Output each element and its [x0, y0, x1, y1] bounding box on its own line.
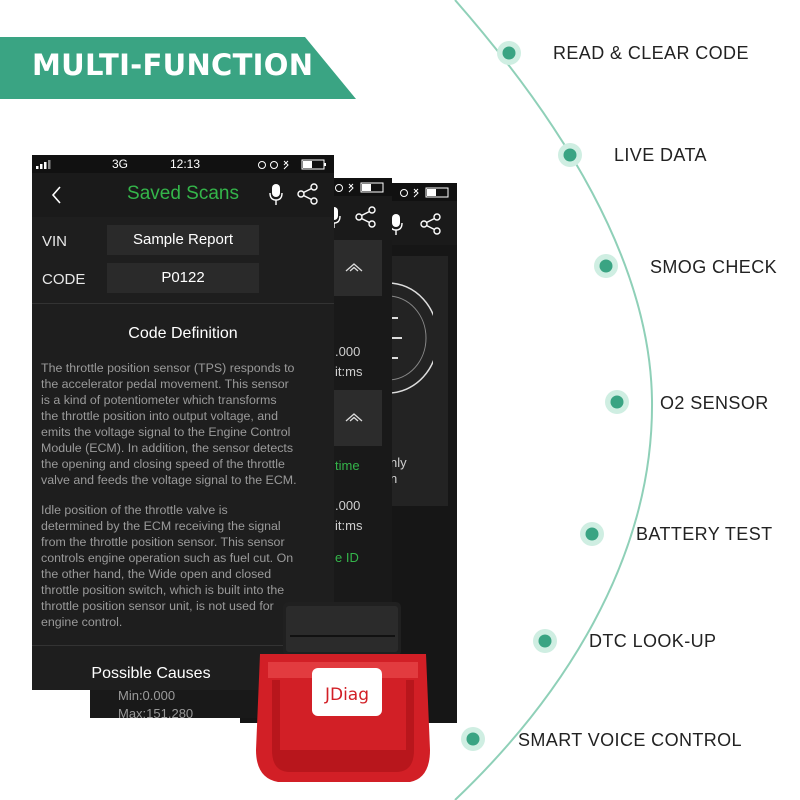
feature-battery-test: BATTERY TEST — [636, 524, 773, 544]
live-value-b: .000 — [335, 498, 361, 513]
title-banner — [0, 37, 356, 99]
code-label: CODE — [42, 271, 86, 288]
live-green-b: e ID — [335, 550, 359, 565]
feature-read-clear-code: READ & CLEAR CODE — [553, 43, 749, 63]
live-unit-a: it:ms — [335, 364, 363, 379]
vin-row: VIN Sample Report — [32, 225, 334, 259]
definition-paragraph-1: The throttle position sensor (TPS) respo… — [41, 360, 327, 488]
feature-o2-sensor: O2 SENSOR — [660, 393, 769, 413]
status-time: 12:13 — [170, 157, 201, 171]
paragraph-line: determined by the ECM receiving the sign… — [41, 519, 281, 533]
feature-smart-voice-control: SMART VOICE CONTROL — [518, 730, 742, 750]
live-unit-b: it:ms — [335, 518, 363, 533]
network-label: 3G — [112, 157, 129, 171]
back-text-b: n — [390, 471, 398, 486]
gauge-arc — [388, 282, 433, 394]
vin-label: VIN — [42, 233, 68, 250]
feature-dot — [497, 41, 521, 65]
adapter-brand: JDiag — [324, 685, 369, 705]
share-icon[interactable] — [297, 183, 319, 205]
paragraph-line: is a kind of potentiometer which transfo… — [41, 393, 277, 407]
paragraph-line: Module (ECM). In addition, the sensor de… — [41, 441, 294, 455]
live-green-a: time — [335, 458, 360, 473]
paragraph-line: the accelerator pedal movement. This sen… — [41, 377, 289, 391]
status-bar: 3G 12:13 — [32, 155, 334, 173]
feature-dot — [580, 522, 604, 546]
live-value-a: .000 — [335, 344, 361, 359]
paragraph-line: from the throttle position sensor. This … — [41, 535, 285, 549]
live-max: Max:151.280 — [118, 706, 194, 718]
page-title: Saved Scans — [127, 183, 239, 204]
paragraph-line: The throttle position sensor (TPS) respo… — [41, 361, 295, 375]
feature-dot — [533, 629, 557, 653]
paragraph-line: the other hand, the Wide open and closed — [41, 567, 272, 581]
feature-dtc-look-up: DTC LOOK-UP — [589, 631, 717, 651]
paragraph-line: the opening and closing speed of the thr… — [41, 457, 285, 471]
divider — [32, 645, 334, 646]
status-icons — [258, 159, 326, 170]
feature-live-data: LIVE DATA — [614, 145, 707, 165]
status-icons — [335, 182, 384, 193]
feature-dot — [558, 143, 582, 167]
paragraph-line: throttle position switch, which is built… — [41, 583, 285, 597]
live-min: Min:0.000 — [118, 688, 176, 703]
paragraph-line: throttle position sensor unit, is not us… — [41, 599, 274, 613]
possible-causes-title: Possible Causes — [91, 665, 211, 682]
status-icons — [400, 187, 449, 198]
chevron-up-icon[interactable] — [345, 412, 363, 422]
feature-dot — [605, 390, 629, 414]
obd-adapter: JDiag — [256, 602, 430, 782]
signal-icon — [36, 160, 51, 169]
feature-smog-check: SMOG CHECK — [650, 257, 778, 277]
chevron-left-icon[interactable] — [50, 185, 62, 205]
share-icon[interactable] — [420, 213, 442, 235]
paragraph-line: Idle position of the throttle valve is — [41, 503, 228, 517]
phone-screen-saved-scans: 3G 12:13 Saved Scans VIN Sam — [32, 155, 334, 690]
back-text-a: nly — [390, 455, 407, 470]
paragraph-line: controls engine operation such as fuel c… — [41, 551, 294, 565]
paragraph-line: emits the voltage signal to the Engine C… — [41, 425, 291, 439]
paragraph-line: engine control. — [41, 615, 123, 629]
share-icon[interactable] — [355, 206, 377, 228]
microphone-icon[interactable] — [268, 183, 284, 207]
feature-dot — [594, 254, 618, 278]
definition-paragraph-2: Idle position of the throttle valve is d… — [41, 502, 327, 630]
feature-dot — [461, 727, 485, 751]
paragraph-line: the throttle position into output voltag… — [41, 409, 278, 423]
divider — [32, 303, 334, 304]
nav-bar — [32, 173, 334, 217]
chevron-up-icon[interactable] — [345, 262, 363, 272]
code-row: CODE P0122 — [32, 263, 334, 297]
paragraph-line: valve and feeds the voltage signal to th… — [41, 473, 297, 487]
banner-title: MULTI-FUNCTION — [32, 48, 314, 82]
vin-value: Sample Report — [107, 225, 259, 255]
code-definition-title: Code Definition — [128, 325, 238, 342]
adapter-label-plate — [312, 668, 382, 716]
code-value: P0122 — [107, 263, 259, 293]
